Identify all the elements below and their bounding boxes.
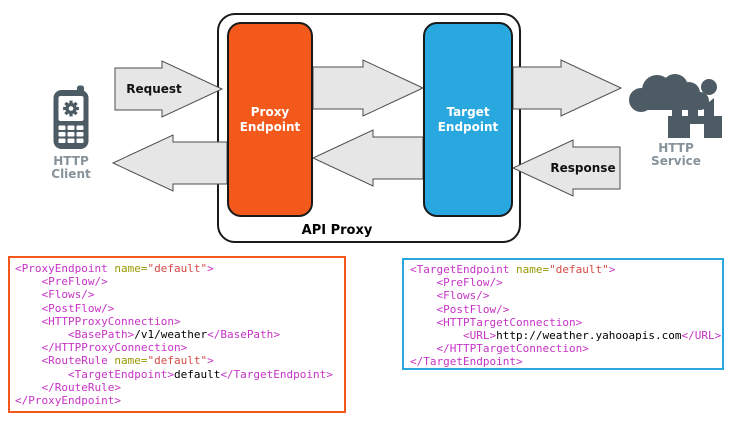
- code-line: <TargetEndpoint name="default">: [410, 263, 616, 276]
- code-line: </TargetEndpoint>: [410, 355, 523, 369]
- http-service: HTTP Service: [624, 58, 728, 168]
- target-to-proxy-arrow: [311, 129, 424, 187]
- code-line: </RouteRule>: [41, 380, 121, 394]
- code-line: <PreFlow/>: [41, 275, 108, 289]
- request-label: Request: [126, 82, 182, 96]
- factory-building: [668, 98, 722, 138]
- code-line: <HTTPTargetConnection>: [436, 315, 583, 329]
- code-line: <HTTPProxyConnection>: [41, 314, 181, 328]
- mobile-phone-icon: [53, 85, 89, 149]
- flow-arrows: [111, 59, 623, 197]
- proxy-endpoint-label: Proxy Endpoint: [239, 104, 301, 134]
- code-line: <PreFlow/>: [436, 276, 503, 290]
- gear-icon: [63, 100, 79, 117]
- http-service-label: HTTP Service: [651, 141, 701, 168]
- target-endpoint-code-block: <TargetEndpoint name="default"> <PreFlow…: [402, 258, 724, 370]
- http-client-label: HTTP Client: [51, 154, 91, 181]
- target-to-service-arrow: [512, 59, 623, 117]
- target-endpoint-label: Target Endpoint: [437, 104, 499, 134]
- code-line: <URL>http://weather.yahooapis.com</URL>: [462, 329, 722, 343]
- phone-keypad: [58, 125, 84, 143]
- code-line: <ProxyEndpoint name="default">: [15, 262, 214, 275]
- response-label: Response: [550, 161, 616, 175]
- request-arrow: [114, 60, 224, 118]
- http-client: HTTP Client: [36, 85, 106, 181]
- code-line: <Flows/>: [436, 289, 490, 303]
- response-arrow: [511, 139, 621, 197]
- target-endpoint-box: Target Endpoint: [423, 22, 513, 217]
- code-line: <TargetEndpoint>default</TargetEndpoint>: [67, 367, 333, 381]
- api-proxy-label: API Proxy: [301, 223, 373, 238]
- code-line: <RouteRule name="default">: [41, 354, 214, 368]
- proxy-endpoint-code-block: <ProxyEndpoint name="default"> <PreFlow/…: [8, 256, 346, 413]
- code-line: </HTTPTargetConnection>: [436, 342, 589, 356]
- code-line: <PostFlow/>: [436, 302, 510, 316]
- proxy-to-client-arrow: [111, 134, 228, 192]
- code-line: <PostFlow/>: [41, 301, 115, 315]
- code-line: </HTTPProxyConnection>: [41, 341, 188, 355]
- code-line: <BasePath>/v1/weather</BasePath>: [67, 328, 280, 342]
- code-line: </ProxyEndpoint>: [15, 394, 121, 408]
- proxy-to-target-arrow: [312, 59, 425, 117]
- code-line: <Flows/>: [41, 288, 95, 302]
- factory-icon: [629, 74, 722, 138]
- proxy-endpoint-box: Proxy Endpoint: [227, 22, 313, 217]
